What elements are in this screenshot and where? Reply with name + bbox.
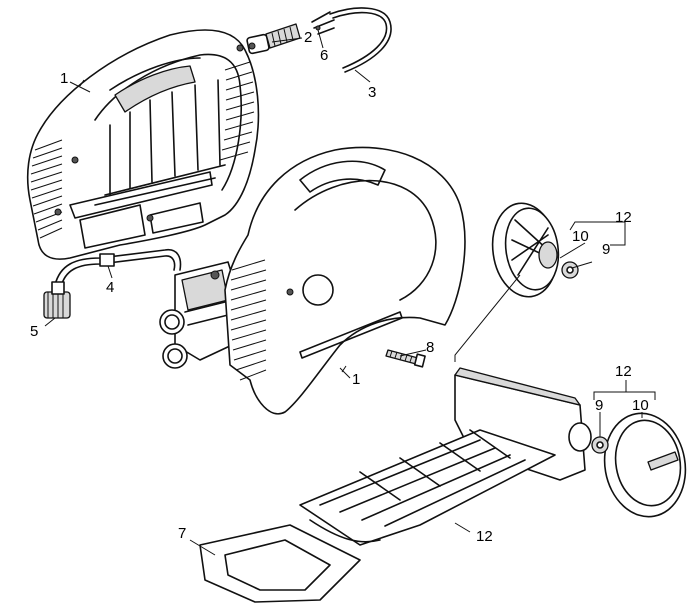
fitting-icon <box>43 281 71 319</box>
callout-labels: 1 2 6 3 4 5 8 1 12 10 9 12 9 10 7 12 <box>30 29 649 545</box>
cable-end-icon <box>311 11 335 35</box>
upper-wheel-icon <box>491 202 560 298</box>
lower-washer-icon <box>591 436 609 454</box>
callout-12-upper: 12 <box>615 209 632 226</box>
callout-10-upper: 10 <box>572 228 589 245</box>
callout-3: 3 <box>368 84 376 101</box>
callout-12-base: 12 <box>476 528 493 545</box>
callout-5: 5 <box>30 323 38 340</box>
callout-9-upper: 9 <box>602 241 610 258</box>
callout-4: 4 <box>106 279 114 296</box>
tube-icon <box>54 248 182 288</box>
lower-wheel-icon <box>603 412 687 518</box>
callout-12-lower-group: 12 <box>615 363 632 380</box>
base-frame-icon <box>199 367 592 603</box>
right-housing-shell-icon <box>224 146 466 415</box>
leader-lines <box>44 29 656 556</box>
callout-1-right: 1 <box>352 371 360 388</box>
callout-6: 6 <box>320 47 328 64</box>
pump-assembly-icon <box>159 261 241 369</box>
left-housing-shell-icon <box>26 29 260 260</box>
callout-7: 7 <box>178 525 186 542</box>
hose-icon <box>329 7 392 73</box>
callout-8: 8 <box>426 339 434 356</box>
screw-icon <box>385 349 426 368</box>
callout-1-left: 1 <box>60 70 68 87</box>
upper-washer-icon <box>561 261 579 279</box>
callout-10-lower: 10 <box>632 397 649 414</box>
callout-2: 2 <box>304 29 312 46</box>
callout-9-lower: 9 <box>595 397 603 414</box>
